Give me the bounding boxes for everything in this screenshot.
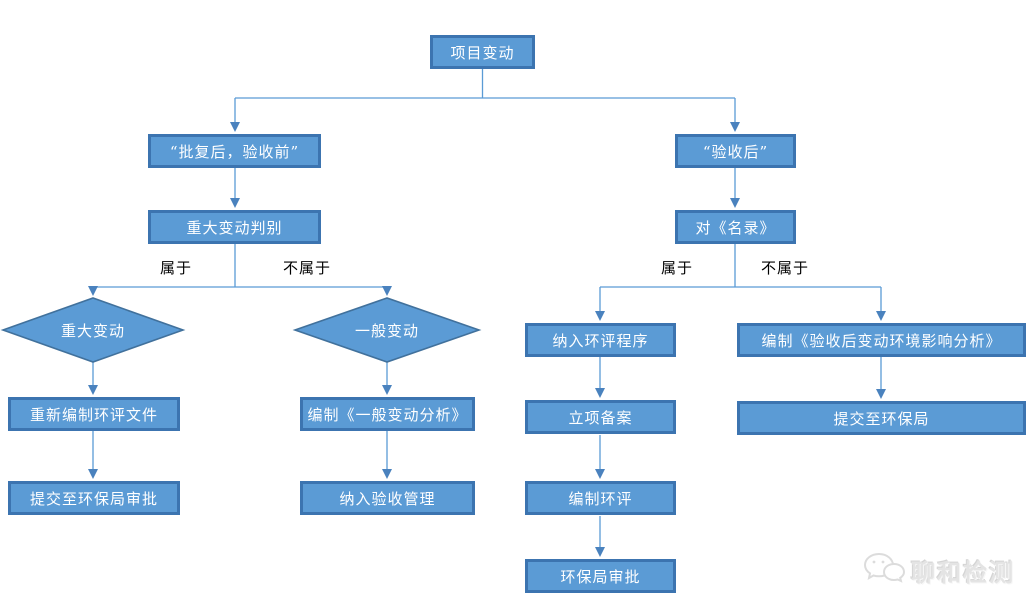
diamond-general-change: 一般变动 [354, 321, 419, 340]
node-recompile-eia-document: 重新编制环评文件 [8, 397, 180, 431]
watermark-text: 聊和检测 [911, 557, 1015, 587]
node-project-change: 项目变动 [430, 35, 535, 69]
edge-label-left-not-belongs: 不属于 [282, 259, 331, 277]
diamond-major-change: 重大变动 [60, 321, 125, 340]
node-project-filing: 立项备案 [525, 400, 676, 434]
node-submit-epb-approval: 提交至环保局审批 [8, 481, 180, 515]
watermark: 聊和检测 [863, 551, 1015, 589]
edge-label-left-belongs: 属于 [159, 259, 192, 277]
node-after-approval-before-acceptance: “批复后，验收前” [148, 134, 321, 168]
diamond-general-change-shape [292, 297, 482, 363]
diamond-major-change-shape [0, 297, 186, 363]
chat-bubbles-icon [863, 551, 906, 589]
node-major-change-discrimination: 重大变动判别 [148, 210, 321, 244]
edge-label-right-not-belongs: 不属于 [760, 259, 809, 277]
node-submit-to-epb: 提交至环保局 [737, 401, 1026, 435]
node-epb-approval: 环保局审批 [525, 559, 676, 593]
node-eia-procedure: 纳入环评程序 [525, 323, 676, 357]
edge-label-right-belongs: 属于 [660, 259, 693, 277]
node-post-acceptance-change-analysis: 编制《验收后变动环境影响分析》 [737, 323, 1026, 357]
node-general-change-analysis: 编制《一般变动分析》 [300, 397, 475, 431]
node-acceptance-management: 纳入验收管理 [300, 481, 475, 515]
node-after-acceptance: “验收后” [675, 134, 796, 168]
node-catalog-reference: 对《名录》 [675, 210, 796, 244]
node-compile-eia: 编制环评 [525, 481, 676, 515]
